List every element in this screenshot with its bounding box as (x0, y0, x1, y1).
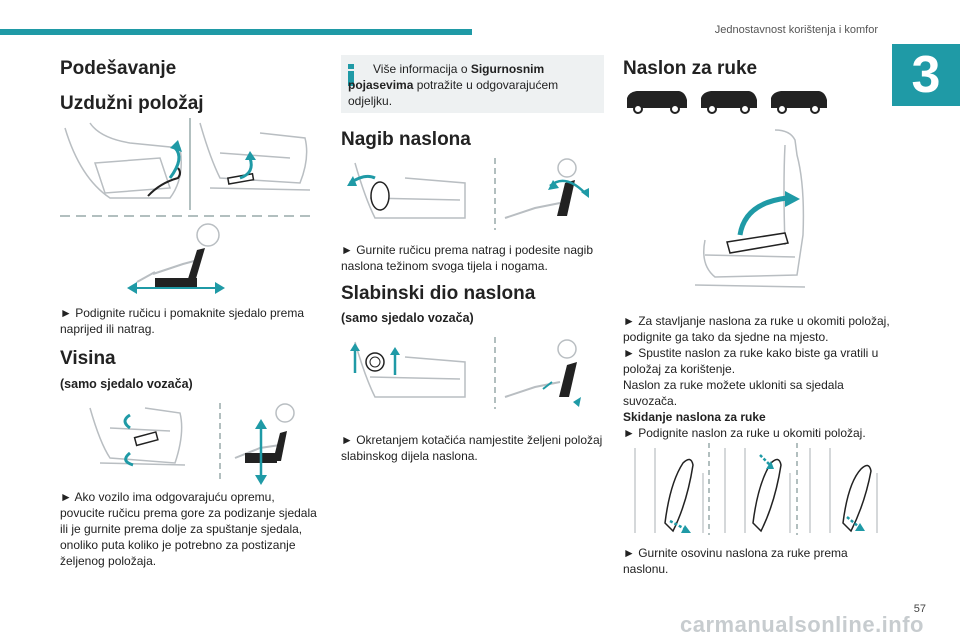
running-header: Jednostavnost korištenja i komfor (714, 24, 878, 36)
illustration-height-lever (89, 403, 295, 485)
subheading-driver-only-lumbar: (samo sjedalo vozača) (341, 311, 474, 325)
illustration-seat-slide (127, 223, 225, 294)
van-medium-icon (701, 91, 757, 114)
section-heading-longitudinal: Uzdužni položaj (60, 93, 204, 114)
info-icon (348, 64, 354, 86)
illustration-recline-lever (347, 158, 589, 230)
header-accent-bar (0, 29, 472, 35)
illustration-lumbar-wheel (350, 337, 581, 409)
instruction-armrest-raise: ► Za stavljanje naslona za ruke u okomit… (623, 314, 890, 344)
van-short-icon (627, 91, 687, 114)
instruction-height: ► Ako vozilo ima odgovarajuću opremu, po… (60, 490, 317, 568)
chapter-number-badge: 3 (892, 44, 960, 106)
info-text-post: potražite u odgovarajućem odjeljku. (348, 78, 559, 108)
section-heading-lumbar: Slabinski dio naslona (341, 283, 536, 304)
subheading-driver-only: (samo sjedalo vozača) (60, 377, 193, 391)
van-long-icon (771, 91, 827, 114)
info-box (341, 55, 604, 113)
info-text: Više informacija o Sigurnosnim pojasevim… (348, 61, 596, 109)
watermark: carmanualsonline.info (680, 612, 924, 637)
illustration-armrest-removal (634, 443, 878, 535)
instruction-recline: ► Gurnite ručicu prema natrag i podesite… (341, 243, 594, 273)
illustration-longitudinal-lever (60, 118, 315, 217)
subheading-remove-armrest: Skidanje naslona za ruke (623, 410, 766, 424)
instruction-longitudinal: ► Podignite ručicu i pomaknite sjedalo p… (60, 306, 305, 336)
instruction-armrest-lower: ► Spustite naslon za ruke kako biste ga … (623, 346, 879, 376)
instruction-lumbar: ► Okretanjem kotačića namjestite željeni… (341, 433, 603, 463)
section-heading-recline: Nagib naslona (341, 129, 471, 150)
note-armrest-removable: Naslon za ruke možete ukloniti sa sjedal… (623, 378, 844, 408)
illustration-armrest-raise (694, 129, 806, 288)
instruction-armrest-pivot: ► Gurnite osovinu naslona za ruke prema … (623, 546, 848, 576)
info-text-bold: Sigurnosnim pojasevima (348, 62, 545, 92)
info-text-pre: Više informacija o (373, 62, 471, 76)
section-heading-height: Visina (60, 348, 116, 369)
section-heading-armrest: Naslon za ruke (623, 58, 758, 79)
page-title: Podešavanje (60, 58, 177, 79)
instruction-armrest-vertical: ► Podignite naslon za ruke u okomiti pol… (623, 426, 866, 440)
page-number: 57 (913, 603, 926, 615)
vehicle-variant-icons (627, 91, 827, 114)
